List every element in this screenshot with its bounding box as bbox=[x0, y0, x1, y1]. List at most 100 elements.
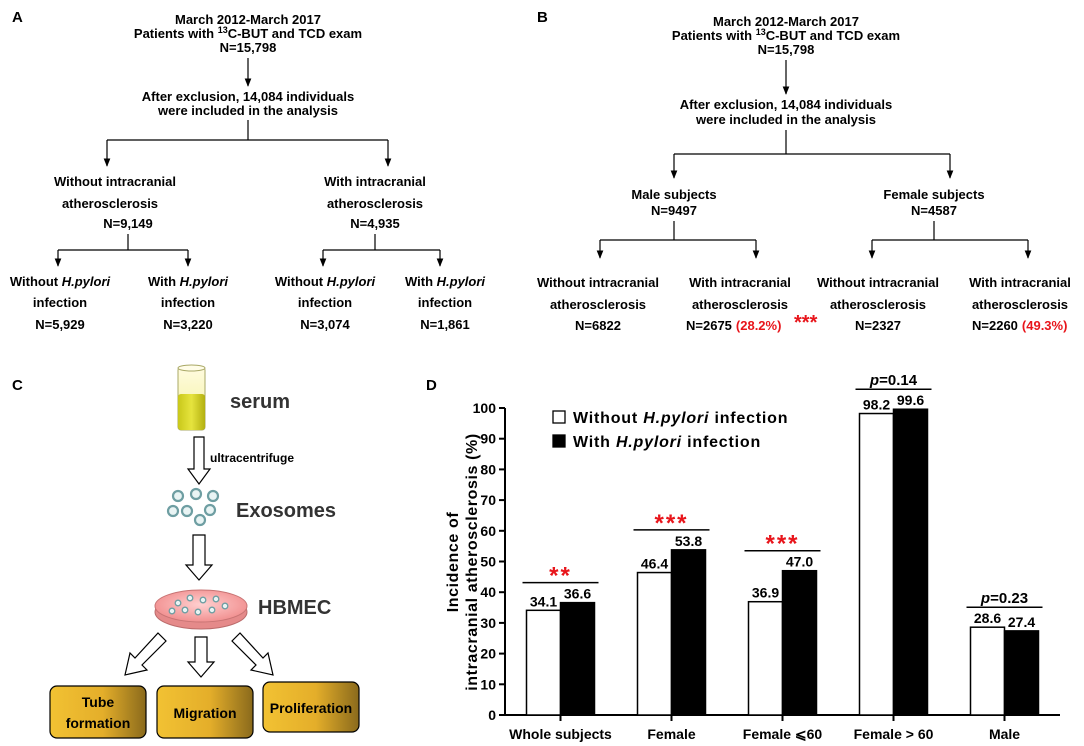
y-tick-label: 10 bbox=[480, 676, 496, 692]
a-left-line2: atherosclerosis bbox=[62, 196, 158, 211]
b-m-without-line3: N=6822 bbox=[575, 318, 621, 333]
a-rl-line3: N=3,074 bbox=[300, 317, 350, 332]
bar-without-hpylori bbox=[747, 600, 784, 716]
a-rr-line1: With H.pylori bbox=[405, 274, 485, 289]
tube-formation-box: Tube formation bbox=[49, 685, 147, 739]
bar-value-label: 47.0 bbox=[786, 554, 813, 570]
a-left-line3: N=9,149 bbox=[103, 216, 153, 231]
a-top-line2: Patients with 13C-BUT and TCD exam bbox=[134, 25, 362, 41]
bar-with-hpylori bbox=[559, 601, 596, 716]
legend-swatch-with bbox=[552, 434, 566, 448]
a-top-line3: N=15,798 bbox=[220, 40, 277, 55]
bar-value-label: 46.4 bbox=[641, 556, 668, 572]
b-male-line1: Male subjects bbox=[631, 187, 716, 202]
bar-value-label: 53.8 bbox=[675, 533, 702, 549]
b-f-with-line3: N=2260(49.3%) bbox=[972, 318, 1067, 333]
y-tick-label: 90 bbox=[480, 431, 496, 447]
bar-with-hpylori bbox=[1003, 630, 1040, 716]
bar-value-label: 99.6 bbox=[897, 392, 924, 408]
b-f-with-line1: With intracranial bbox=[969, 275, 1071, 290]
b-top-line3: N=15,798 bbox=[758, 42, 815, 57]
bar-without-hpylori bbox=[525, 609, 562, 716]
significance-p-value: p=0.23 bbox=[980, 590, 1028, 607]
y-tick-label: 0 bbox=[488, 707, 496, 723]
bar-with-hpylori bbox=[781, 569, 818, 716]
migration-label: Migration bbox=[174, 705, 237, 721]
y-tick-label: 80 bbox=[480, 461, 496, 477]
a-top-line1: March 2012-March 2017 bbox=[175, 12, 321, 27]
bar-without-hpylori bbox=[636, 571, 673, 716]
bar-value-label: 98.2 bbox=[863, 397, 890, 413]
b-top-line2: Patients with 13C-BUT and TCD exam bbox=[672, 27, 900, 43]
bar-with-hpylori bbox=[892, 408, 929, 716]
panel-d: D Incidence of intracranial atherosclero… bbox=[426, 372, 1060, 742]
x-tick-label: Female ⩽60 bbox=[743, 726, 823, 742]
ultracentrifuge-label: ultracentrifuge bbox=[210, 451, 294, 465]
hollow-arrow-down-left-icon bbox=[124, 632, 167, 676]
legend-swatch-without bbox=[552, 410, 566, 424]
b-f-without-line3: N=2327 bbox=[855, 318, 901, 333]
bar-with-hpylori bbox=[670, 549, 707, 716]
a-rl-line2: infection bbox=[298, 295, 352, 310]
bar-without-hpylori bbox=[969, 626, 1006, 716]
b-m-with-line3: N=2675(28.2%) bbox=[686, 318, 781, 333]
y-tick-label: 60 bbox=[480, 523, 496, 539]
significance-p-value: p=0.14 bbox=[869, 372, 918, 389]
hollow-arrow-down-icon bbox=[184, 534, 214, 581]
a-lr-line2: infection bbox=[161, 295, 215, 310]
b-m-with-line1: With intracranial bbox=[689, 275, 791, 290]
a-ll-line3: N=5,929 bbox=[35, 317, 85, 332]
y-tick-label: 40 bbox=[480, 584, 496, 600]
a-rl-line1: Without H.pylori bbox=[275, 274, 376, 289]
tube-formation-label-line2: formation bbox=[66, 715, 131, 731]
panel-b: B March 2012-March 2017 Patients with 13… bbox=[537, 9, 1071, 334]
a-ll-line1: Without H.pylori bbox=[10, 274, 111, 289]
serum-label: serum bbox=[230, 391, 290, 413]
b-m-without-line1: Without intracranial bbox=[537, 275, 659, 290]
b-male-line2: N=9497 bbox=[651, 203, 697, 218]
migration-box: Migration bbox=[156, 685, 254, 739]
panel-label-a: A bbox=[12, 9, 23, 26]
b-m-without-line2: atherosclerosis bbox=[550, 297, 646, 312]
petri-dish-icon bbox=[154, 589, 248, 630]
bar-value-label: 27.4 bbox=[1008, 614, 1035, 630]
y-tick-label: 50 bbox=[480, 554, 496, 570]
a-rr-line2: infection bbox=[418, 295, 472, 310]
tube-formation-label-line1: Tube bbox=[82, 694, 115, 710]
x-tick-label: Female > 60 bbox=[854, 726, 934, 742]
b-female-line2: N=4587 bbox=[911, 203, 957, 218]
y-tick-label: 100 bbox=[473, 400, 497, 416]
exosomes-icon bbox=[166, 487, 220, 527]
a-mid-line2: were included in the analysis bbox=[157, 103, 338, 118]
x-axis: Whole subjects Female Female ⩽60 Female > 6… bbox=[505, 714, 1060, 742]
x-tick-label: Female bbox=[647, 726, 695, 742]
hollow-arrow-down-icon bbox=[186, 436, 212, 486]
y-axis-label-line2: intracranial atherosclerosis (%) bbox=[464, 433, 481, 691]
b-significance-stars: *** bbox=[794, 312, 818, 334]
a-right-line3: N=4,935 bbox=[350, 216, 400, 231]
x-tick-label: Male bbox=[989, 726, 1020, 742]
panel-label-c: C bbox=[12, 377, 23, 394]
significance-annotations: ********p=0.14p=0.23 bbox=[522, 372, 1043, 608]
bar-without-hpylori bbox=[858, 412, 895, 716]
a-right-line2: atherosclerosis bbox=[327, 196, 423, 211]
panel-label-d: D bbox=[426, 377, 437, 394]
exosomes-label: Exosomes bbox=[236, 500, 336, 522]
b-f-without-line2: atherosclerosis bbox=[830, 297, 926, 312]
y-tick-label: 30 bbox=[480, 615, 496, 631]
a-right-line1: With intracranial bbox=[324, 174, 426, 189]
bar-value-label: 36.9 bbox=[752, 585, 779, 601]
b-m-with-line2: atherosclerosis bbox=[692, 297, 788, 312]
b-f-with-line2: atherosclerosis bbox=[972, 297, 1068, 312]
bar-value-label: 36.6 bbox=[564, 586, 591, 602]
b-top-line1: March 2012-March 2017 bbox=[713, 14, 859, 29]
x-tick-label: Whole subjects bbox=[509, 726, 612, 742]
b-mid-line2: were included in the analysis bbox=[695, 112, 876, 127]
b-female-line1: Female subjects bbox=[883, 187, 984, 202]
serum-tube-icon bbox=[177, 364, 206, 431]
hbmec-label: HBMEC bbox=[258, 597, 331, 619]
proliferation-label: Proliferation bbox=[270, 700, 352, 716]
